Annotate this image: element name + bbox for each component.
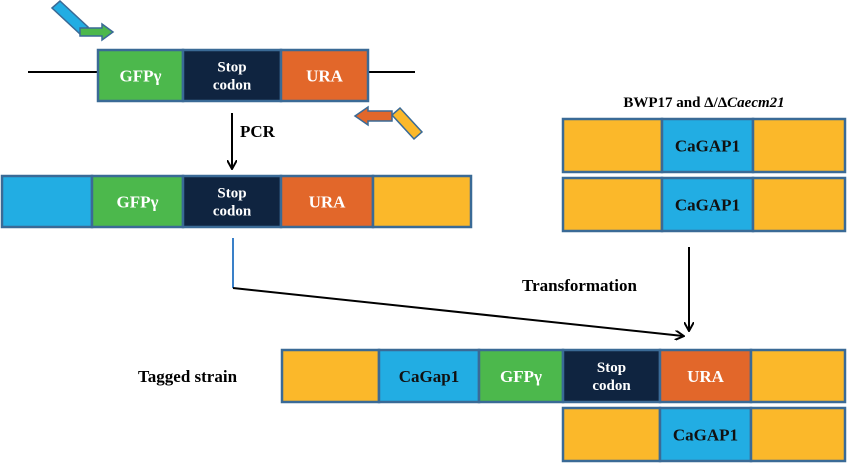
segment-blue-flank	[0, 174, 94, 229]
segment-label: CaGAP1	[675, 137, 740, 156]
tagged-strain-label: Tagged strain	[138, 367, 238, 386]
segment-cagap1	[660, 176, 755, 233]
segment-stop	[561, 348, 662, 404]
segment-yellow-flank	[749, 348, 847, 404]
segment-gfp-	[477, 348, 565, 404]
segment-cagap1	[658, 406, 753, 463]
segment-label: URA	[309, 193, 347, 212]
segment-yellow-flank	[561, 406, 662, 463]
segment-yellow-flank	[561, 117, 664, 174]
transformation-label: Transformation	[522, 276, 637, 295]
segment-yellow-flank	[561, 176, 664, 233]
untagged-allele: CaGAP1	[561, 406, 847, 463]
segment-stop	[181, 174, 283, 229]
segment-label: CaGAP1	[673, 426, 738, 445]
segment-yellow-flank	[749, 406, 847, 463]
segment-yellow-flank	[371, 174, 473, 229]
reverse-primer-icon	[353, 105, 424, 141]
segment-label: URA	[306, 67, 344, 86]
segment-label: GFPγ	[120, 67, 162, 86]
integration-arrow	[232, 287, 683, 336]
recipient-allele-2: CaGAP1	[561, 176, 847, 233]
segment-label: CaGAP1	[675, 196, 740, 215]
recipient-strain-title: BWP17 and Δ/ΔCaecm21	[623, 95, 784, 111]
segment-cagap1	[660, 117, 755, 174]
segment-yellow-flank	[280, 348, 381, 404]
pcr-label: PCR	[240, 122, 276, 141]
recipient-allele-1: CaGAP1	[561, 117, 847, 174]
segment-yellow-flank	[751, 176, 847, 233]
segment-yellow-flank	[751, 117, 847, 174]
segment-label: GFPγ	[117, 193, 159, 212]
segment-cagap1	[377, 348, 481, 404]
segment-label: URA	[687, 367, 725, 386]
segment-label: GFPγ	[500, 367, 542, 386]
segment-label: CaGap1	[399, 367, 459, 386]
segment-ura	[279, 48, 370, 103]
forward-primer-icon	[50, 0, 115, 42]
segment-ura	[658, 348, 753, 404]
